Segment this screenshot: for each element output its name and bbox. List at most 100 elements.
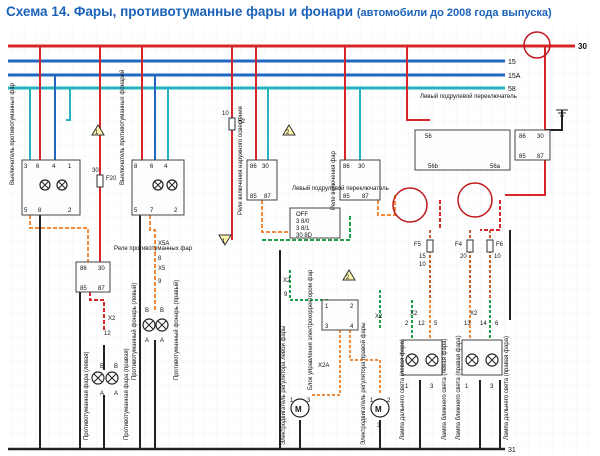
connector-x2-sense: X2 (375, 314, 383, 320)
label-fog-switch: Выключатель противотуманных фар (10, 82, 16, 185)
motors: M M (290, 398, 390, 418)
fuse-f20-icon (96, 174, 104, 188)
bus-label-15: 15 (508, 59, 516, 66)
fuse-f2-icon (228, 117, 236, 131)
marker-2-label: 2 (286, 130, 290, 136)
fuse-f2-label: F2 (238, 119, 246, 125)
wire-level-motor-right (349, 325, 381, 395)
fuse-labels: F20 F2 F5 F4 F6 (106, 119, 504, 248)
pin-rear-b-left: B (145, 308, 149, 314)
pin-x5-9: 9 (158, 279, 162, 285)
pin-rear-fog-2: 2 (174, 208, 178, 214)
pin-fog-switch-1: 1 (68, 164, 72, 170)
wire-right-relay-ground (545, 110, 563, 131)
pin-rear-a-right: A (160, 338, 164, 344)
pin-fog-switch-5: 5 (24, 208, 28, 214)
wire-lamps-ground (419, 380, 501, 449)
pin-motor-left-3: 3 (307, 398, 311, 404)
connector-x2-fog: X2 (108, 316, 116, 322)
pin-headlamp-30: 30 (358, 164, 365, 170)
wire-level-motor-left (310, 325, 341, 396)
pin-right-relay-87: 87 (537, 154, 544, 160)
bus-label-15a: 15A (508, 73, 521, 80)
pin-fog-switch-8: 8 (38, 208, 42, 214)
wire-level-control (289, 270, 330, 301)
pin-stalk-56a: 56a (490, 164, 501, 170)
motor-left-letter: M (295, 405, 302, 414)
pin-labels: 86 30 85 87 86 30 85 87 86 30 85 87 56 5… (24, 111, 544, 429)
page-title: Схема 14. Фары, противотуманные фары и ф… (6, 4, 552, 19)
motor-left-icon (290, 398, 310, 418)
stalk-pos-off: OFF (296, 212, 308, 218)
stalk-pos-2: 3 8/1 (296, 226, 310, 232)
pin-lamp-left-12: 12 (418, 321, 425, 327)
marker-2b-icon (342, 269, 356, 281)
parking-relay-box (246, 159, 278, 201)
pin-stalk-56b: 56b (428, 164, 439, 170)
pin-motor-right-3: 3 (377, 423, 381, 429)
pin-motor-right-2: 2 (387, 398, 391, 404)
marker-2-icon (282, 124, 296, 136)
bus-label-31: 31 (508, 447, 516, 454)
label-fog-relay: Реле противотуманных фар (114, 246, 193, 252)
title-main: Схема 14. Фары, противотуманные фары и ф… (6, 4, 354, 19)
pin-stalk-56: 56 (425, 134, 432, 140)
label-lamp-low-left: Лампа ближнего света (левая фара) (442, 339, 448, 441)
pin-level-4: 4 (350, 324, 354, 330)
label-motor-right: Электродвигатель регулятора правой фары (360, 322, 367, 445)
fuse-f6-icon (486, 239, 494, 253)
marker-1b-icon (218, 234, 232, 246)
headlamp-relay-box (339, 159, 381, 201)
highlight-stalk-right (457, 182, 493, 218)
pin-level-1: 1 (325, 304, 329, 310)
highlight-bus30 (523, 31, 551, 59)
pin-parking-85: 85 (250, 194, 257, 200)
connector-x5a: X5A (158, 241, 169, 247)
label-fog-lamp-left: Противотуманная фара (левая) (84, 351, 90, 440)
pin-level-2: 2 (350, 304, 354, 310)
stalk-pos-1: 3 8/0 (296, 219, 310, 225)
pin-fog-relay-30: 30 (98, 266, 105, 272)
marker-1-label: 1 (95, 130, 99, 136)
pin-fog-switch-2: 2 (68, 208, 72, 214)
pin-f20-30: 30 (92, 168, 99, 174)
left-stalk-top-box (414, 129, 511, 171)
pin-lamp-right-1: 1 (465, 384, 469, 390)
pin-fog-a-right: A (114, 391, 118, 397)
pin-rear-fog-6: 6 (150, 164, 154, 170)
connector-labels: X5A X5 X2 X2 X2A X2 X2 X2 (108, 241, 478, 369)
highlight-stalk-left (392, 187, 428, 223)
connector-x2-lamp-right: X2 (470, 311, 478, 317)
pin-headlamp-87: 87 (362, 194, 369, 200)
motor-right-letter: M (375, 405, 382, 414)
title-subtitle: (автомобили до 2008 года выпуска) (356, 7, 552, 19)
label-left-stalk-top: Левый подрулевой переключатель (420, 93, 517, 100)
pin-motor-right-1: 1 (370, 398, 374, 404)
wire-right-relay-87 (505, 150, 546, 196)
marker-1-icon (91, 124, 105, 136)
fuse-f5-label: F5 (414, 242, 422, 248)
fog-relay-box (75, 261, 111, 293)
pin-fog-relay-86: 86 (80, 266, 87, 272)
lamp-crosses (40, 180, 497, 383)
left-stalk-mid-box (289, 207, 341, 239)
wire-headlamp-relay-out (377, 195, 396, 216)
pin-x5a-8: 8 (158, 256, 162, 262)
fuses (96, 117, 494, 253)
pin-fog-switch-6: 6 (36, 164, 40, 170)
wire-stalk-56a (480, 200, 501, 231)
triangle-markers (91, 124, 356, 281)
component-labels: Выключатель противотуманных фар Выключат… (10, 70, 517, 445)
pin-fog-b-right: B (114, 364, 118, 370)
pin-fog-a-left: A (100, 391, 104, 397)
label-lamp-high-left: Лампа дальнего света (левая фара) (400, 339, 406, 440)
pin-rear-fog-8: 8 (134, 164, 138, 170)
pin-level-9: 9 (284, 292, 288, 298)
pin-right-relay-86: 86 (519, 134, 526, 140)
pin-lamp-right-3: 3 (490, 384, 494, 390)
wire-rear-fog-output (149, 215, 156, 310)
pin-lamp-right-6: 6 (495, 321, 499, 327)
pin-right-relay-30: 30 (537, 134, 544, 140)
label-left-stalk-mid: Левый подрулевой переключатель (292, 185, 389, 192)
pin-f2-10: 10 (222, 111, 229, 117)
